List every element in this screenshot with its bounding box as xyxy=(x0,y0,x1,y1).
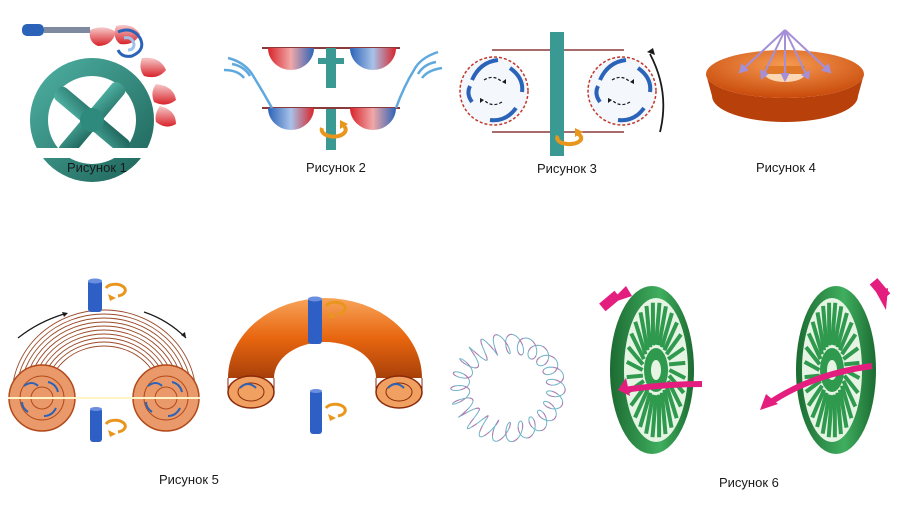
helix-coil-tint xyxy=(450,333,566,443)
turbine-blade xyxy=(832,305,844,346)
water-spray xyxy=(223,50,443,109)
turbine-blade xyxy=(840,333,858,356)
vortex-right xyxy=(587,56,657,126)
water-jet xyxy=(116,28,144,58)
shaft-bottom xyxy=(90,407,127,442)
turbine-blade xyxy=(806,332,823,360)
turbine-blade xyxy=(668,368,687,380)
arrows-lavender xyxy=(738,29,832,83)
turbine-blade xyxy=(668,360,686,367)
turbine-blade xyxy=(820,394,832,435)
cup-bottom-left xyxy=(268,108,314,130)
caption-figure-6: Рисунок 6 xyxy=(719,475,779,490)
figure-5-helix-ring xyxy=(446,330,576,448)
turbine-blade xyxy=(842,346,860,361)
turbine-blade xyxy=(804,379,822,394)
turbine-blade xyxy=(626,345,645,366)
turbine-blade xyxy=(841,380,858,408)
flow-arrow-icon xyxy=(623,381,703,393)
shaft-upper xyxy=(326,48,336,88)
turbine-blade xyxy=(664,385,679,419)
turbine-blade xyxy=(837,389,849,428)
turbine-blade xyxy=(803,360,821,372)
shaft-bottom xyxy=(310,389,347,434)
buckets xyxy=(89,25,176,127)
flow-arrow-icon xyxy=(766,363,873,407)
central-shaft xyxy=(550,32,564,156)
turbine-blade xyxy=(650,395,658,438)
turbine-blade xyxy=(835,392,843,435)
turbine-blade xyxy=(664,333,683,356)
turbine-blade xyxy=(844,360,860,367)
cup-top-left xyxy=(268,48,314,70)
turbine-blade xyxy=(815,392,829,428)
torus-body xyxy=(228,298,422,378)
figure-2-impulse-cups xyxy=(222,44,444,150)
turbine-blade xyxy=(644,394,655,435)
figure-6-turbine-left xyxy=(596,282,716,462)
turbine-blade xyxy=(810,321,825,355)
turbine-blade xyxy=(810,388,826,419)
turbine-blade xyxy=(633,321,648,355)
turbine-blade xyxy=(625,360,644,372)
caption-figure-4: Рисунок 4 xyxy=(756,160,816,175)
caption-figure-3: Рисунок 3 xyxy=(537,161,597,176)
nozzle xyxy=(22,24,90,36)
turbine-blade xyxy=(806,384,824,407)
figure-3-vortex-pair xyxy=(458,32,668,156)
figure-6-turbine-right xyxy=(752,278,902,462)
vortex-left xyxy=(459,56,529,126)
turbine-blade xyxy=(662,389,674,428)
turbine-blade xyxy=(830,302,838,345)
turbine-blade xyxy=(654,302,662,345)
turbine-blade xyxy=(659,392,668,435)
figure-5-orange-torus xyxy=(222,292,428,442)
turbine-blade xyxy=(804,345,822,366)
cup-bottom-right xyxy=(350,108,396,130)
rotation-arrow-icon xyxy=(555,128,584,147)
caption-figure-5: Рисунок 5 xyxy=(159,472,219,487)
turbine-blade xyxy=(662,321,679,352)
turbine-blade xyxy=(659,312,674,348)
turbine-blades xyxy=(803,302,861,438)
turbine-blade xyxy=(633,388,650,419)
turbine-blade xyxy=(839,385,854,419)
turbine-blade xyxy=(838,321,854,352)
shaft-lower xyxy=(326,108,336,150)
turbine-blade xyxy=(842,374,860,395)
figure-4-bowl xyxy=(700,28,870,128)
turbine-blade xyxy=(821,305,829,348)
shaft-top xyxy=(308,296,347,344)
shaft-top xyxy=(88,278,127,312)
turbine-blade xyxy=(626,373,644,380)
cup-top-right xyxy=(350,48,396,70)
turbine-blade xyxy=(638,312,650,351)
rotation-arrow-icon xyxy=(319,120,348,139)
turbine-blade xyxy=(826,395,834,438)
turbine-blade xyxy=(804,373,820,380)
turbine-blade xyxy=(644,305,653,348)
turbine-blade xyxy=(835,312,849,348)
turbine-blade xyxy=(815,312,827,351)
turbine-blade xyxy=(638,392,653,428)
turbine-blade xyxy=(657,305,668,346)
caption-figure-1: Рисунок 1 xyxy=(67,160,127,175)
turbine-blade xyxy=(666,346,686,361)
caption-figure-2: Рисунок 2 xyxy=(306,160,366,175)
figure-1-pelton-wheel xyxy=(20,18,200,182)
figure-5-torus-field xyxy=(4,278,204,448)
turbine-blade xyxy=(629,332,646,360)
